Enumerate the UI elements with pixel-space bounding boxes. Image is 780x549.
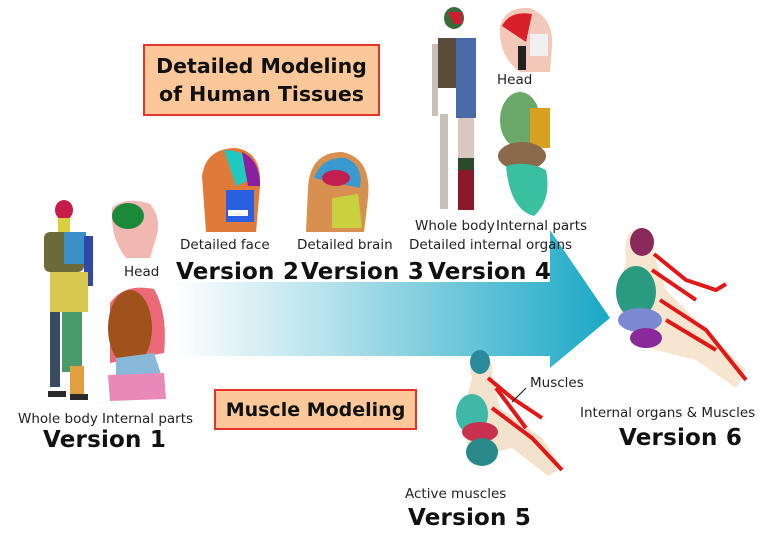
v4-caption-internal-parts: Internal parts <box>496 218 588 234</box>
version-2-label: Version 2 <box>176 259 300 285</box>
detailed-tissues-callout: Detailed Modeling of Human Tissues <box>143 44 380 116</box>
v5-muscles-label: Muscles <box>530 375 584 391</box>
v5-caption: Active muscles <box>405 486 507 502</box>
version-5-label: Version 5 <box>408 505 532 531</box>
version-4-label: Version 4 <box>428 259 552 285</box>
v4-internal-parts-figure <box>498 92 550 216</box>
v4-whole-body-figure <box>432 7 476 210</box>
v1-internal-parts-figure <box>108 287 166 401</box>
v5-active-muscles-figure <box>456 350 564 476</box>
v2-detailed-face-figure <box>202 148 261 232</box>
v3-caption: Detailed brain <box>297 237 393 253</box>
muscle-modeling-callout: Muscle Modeling <box>214 389 417 430</box>
version-6-label: Version 6 <box>619 425 743 451</box>
v4-caption-whole-body: Whole body <box>415 218 495 234</box>
v6-organs-and-muscles-figure <box>616 228 748 388</box>
v3-detailed-brain-figure <box>306 152 369 232</box>
version-1-label: Version 1 <box>43 427 167 453</box>
version-3-label: Version 3 <box>301 259 425 285</box>
callout-muscle-label: Muscle Modeling <box>225 398 406 421</box>
v4-head-label: Head <box>497 72 533 88</box>
progress-arrow <box>172 230 610 368</box>
v1-head-label: Head <box>124 264 160 280</box>
callout-line-2: of Human Tissues <box>159 82 364 106</box>
v2-caption: Detailed face <box>180 237 270 253</box>
v1-head-figure <box>111 200 158 258</box>
v1-caption-internal-parts: Internal parts <box>102 411 194 427</box>
v4-caption-detailed-organs: Detailed internal organs <box>409 237 573 253</box>
v1-whole-body-figure <box>44 200 93 400</box>
v4-head-figure <box>499 7 553 72</box>
v6-caption: Internal organs & Muscles <box>580 405 756 421</box>
callout-line-1: Detailed Modeling <box>156 54 367 78</box>
v1-caption-whole-body: Whole body <box>18 411 98 427</box>
